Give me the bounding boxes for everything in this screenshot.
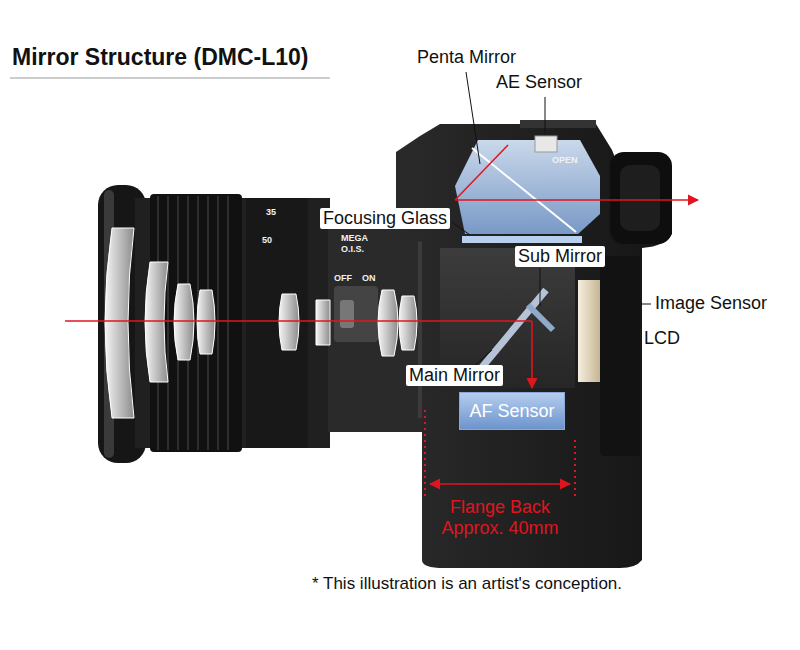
flange-back-dimension	[574, 440, 576, 498]
diagram-title: Mirror Structure (DMC-L10)	[12, 44, 308, 70]
leader-line	[452, 72, 651, 368]
lens-barrel	[217, 196, 219, 450]
lens-barrel	[328, 214, 428, 432]
title-underline	[10, 78, 330, 79]
part-label: Focusing Glass	[320, 208, 450, 229]
lens-barrel	[167, 196, 169, 450]
sensor-box: AF Sensor	[459, 392, 565, 430]
flange-back-dimension	[430, 483, 570, 485]
lens-elements	[279, 294, 299, 350]
lens-elements	[174, 284, 194, 360]
lens-barrel	[334, 286, 378, 342]
title-underline	[10, 78, 330, 79]
lens-marking: O.I.S.	[341, 245, 364, 254]
lens-elements	[105, 228, 417, 418]
switch-marking: ON	[362, 274, 376, 283]
lens-elements	[197, 290, 215, 354]
camera-body	[600, 256, 640, 456]
image-sensor	[578, 280, 600, 382]
part-label: AE Sensor	[496, 72, 582, 93]
main-mirror	[478, 290, 546, 372]
ae-sensor	[535, 136, 557, 152]
part-label: Sub Mirror	[515, 246, 605, 267]
penta-mirror	[455, 145, 508, 200]
part-label: Penta Mirror	[417, 47, 516, 68]
focal-length-marking: 35	[266, 208, 276, 217]
lens-elements	[316, 300, 330, 345]
main-mirror	[478, 290, 546, 372]
optical-axis	[65, 200, 698, 388]
lens-elements	[145, 262, 168, 382]
lens-elements	[105, 228, 134, 418]
body-marking: OPEN	[552, 156, 578, 165]
flange-back-dimension	[424, 410, 426, 498]
camera-body	[610, 152, 672, 244]
penta-mirror	[455, 140, 600, 234]
camera-body	[520, 120, 596, 128]
part-label: Image Sensor	[655, 293, 767, 314]
lens-barrel	[158, 196, 228, 450]
leader-line	[540, 268, 541, 306]
optical-axis	[455, 199, 698, 201]
ae-sensor	[535, 136, 557, 152]
lens-barrel	[246, 198, 308, 448]
focal-length-marking: 50	[262, 236, 272, 245]
focusing-glass	[462, 236, 582, 243]
lens-marking: MEGA	[341, 234, 368, 243]
lens-elements	[399, 296, 417, 350]
leader-line	[545, 97, 546, 133]
switch-marking: OFF	[334, 274, 352, 283]
image-sensor	[578, 280, 600, 382]
optical-axis	[531, 321, 533, 388]
part-label: Main Mirror	[406, 365, 503, 386]
optical-axis	[65, 320, 532, 322]
box-label: AF Sensor	[469, 401, 554, 422]
lens-barrel	[340, 300, 354, 328]
leader-line	[466, 72, 480, 164]
penta-mirror	[455, 140, 600, 234]
camera-body	[620, 165, 660, 231]
part-label: LCD	[644, 328, 680, 349]
camera-body	[396, 124, 672, 568]
dimension-label: Flange Back Approx. 40mm	[435, 497, 565, 538]
camera-body	[396, 120, 672, 568]
caption-note: * This illustration is an artist's conce…	[312, 574, 622, 594]
lens-barrel	[227, 196, 229, 450]
leader-line	[452, 222, 470, 235]
leader-line	[604, 304, 651, 305]
lens-elements	[378, 290, 398, 356]
focusing-glass	[462, 236, 582, 243]
